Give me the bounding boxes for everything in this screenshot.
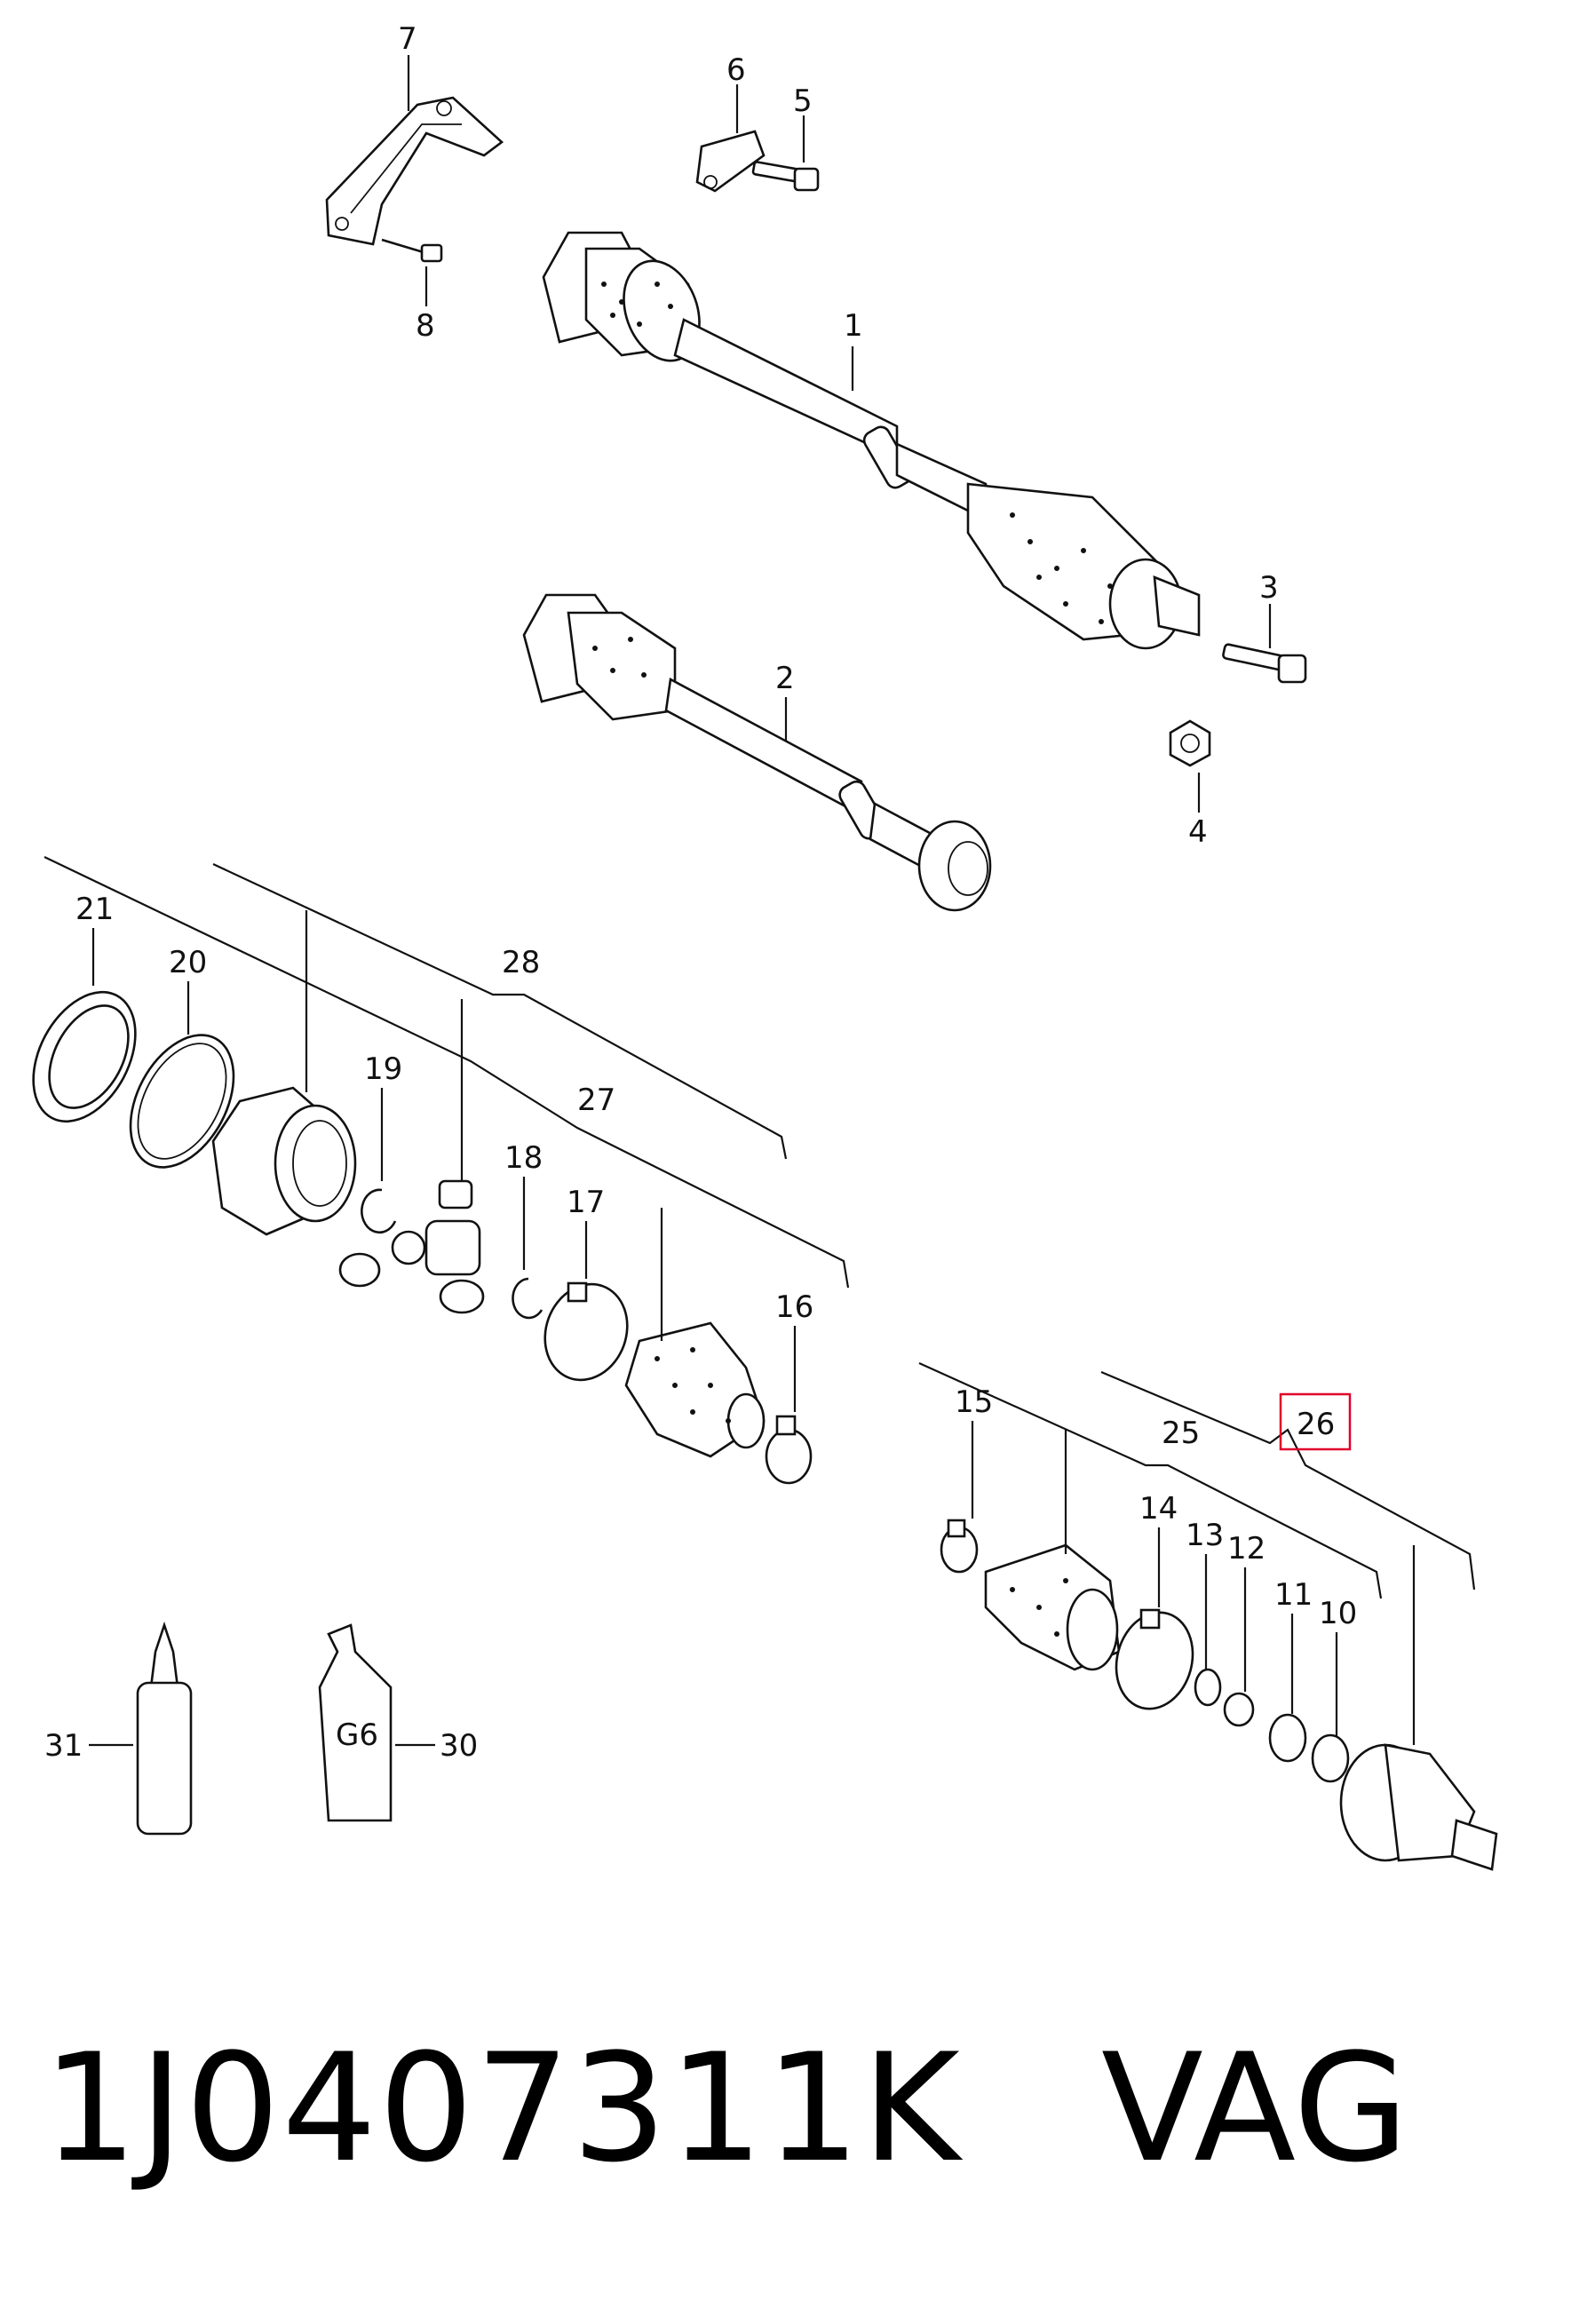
highlight-box-26 (1279, 1392, 1352, 1451)
label-20: 20 (169, 945, 207, 980)
label-14: 14 (1139, 1491, 1178, 1527)
label-21: 21 (75, 892, 114, 927)
cv-joint-housing (211, 1086, 357, 1236)
tube-label: G6 (336, 1717, 378, 1753)
boot-25 (984, 1543, 1121, 1671)
circlip-18 (512, 1277, 544, 1320)
leader-lines (44, 55, 1476, 1747)
clamp-17 (544, 1281, 629, 1382)
clamp-14 (1115, 1608, 1194, 1710)
gasket-ring-20 (129, 1034, 235, 1169)
label-26: 26 (1297, 1407, 1335, 1442)
heat-shield-bracket (325, 96, 504, 246)
nut-4 (1169, 719, 1211, 767)
label-15: 15 (955, 1384, 993, 1420)
label-11: 11 (1274, 1577, 1313, 1613)
label-19: 19 (364, 1051, 402, 1087)
label-18: 18 (504, 1140, 543, 1176)
label-8: 8 (416, 308, 435, 344)
cap-12 (1223, 1692, 1255, 1727)
part-labels: 7 6 5 8 1 3 2 4 21 20 28 19 27 18 17 16 … (44, 21, 1357, 1764)
drive-shaft-2 (522, 593, 992, 912)
ring-13 (1194, 1668, 1222, 1707)
circlip-19 (361, 1188, 397, 1234)
label-4: 4 (1188, 814, 1208, 850)
bolt-8 (381, 238, 443, 263)
label-3: 3 (1259, 570, 1279, 606)
boot-27 (624, 1321, 766, 1458)
label-31: 31 (44, 1728, 83, 1764)
clamp-15 (940, 1519, 979, 1574)
label-17: 17 (567, 1185, 605, 1220)
brand-name: VAG (1101, 2021, 1409, 2195)
label-2: 2 (775, 661, 795, 696)
label-30: 30 (440, 1728, 478, 1764)
clip-6 (695, 130, 766, 193)
boot-ring-21 (32, 990, 137, 1123)
label-25: 25 (1162, 1416, 1200, 1451)
label-16: 16 (775, 1289, 813, 1325)
bolt-3 (1222, 643, 1307, 684)
label-27: 27 (577, 1083, 615, 1118)
part-number: 1J0407311K (43, 2021, 962, 2195)
label-1: 1 (844, 308, 863, 344)
label-13: 13 (1186, 1518, 1224, 1553)
tripod-spider (338, 1179, 485, 1314)
outer-joint-26 (1339, 1743, 1498, 1871)
label-6: 6 (726, 52, 746, 88)
label-5: 5 (793, 83, 813, 119)
grease-tube-30: G6 (318, 1623, 393, 1822)
label-10: 10 (1319, 1596, 1357, 1631)
label-7: 7 (398, 21, 417, 57)
label-28: 28 (502, 945, 540, 980)
clamp-16 (765, 1415, 813, 1485)
label-12: 12 (1227, 1531, 1266, 1567)
circlip-11 (1268, 1713, 1307, 1763)
circlip-10 (1311, 1733, 1350, 1783)
bolt-5 (751, 161, 820, 192)
sealant-bottle-31 (136, 1621, 193, 1836)
drive-shaft-1 (542, 231, 1201, 650)
